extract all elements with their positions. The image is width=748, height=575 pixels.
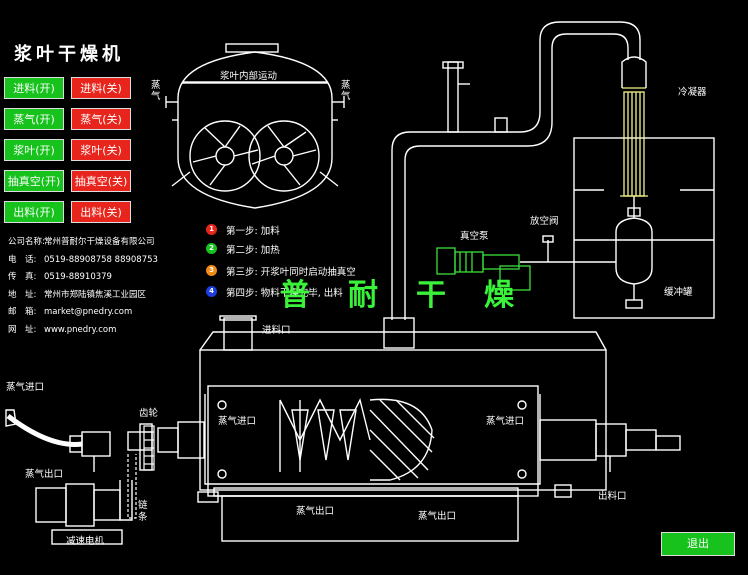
vacuum-on-button[interactable]: 抽真空(开) [4, 170, 64, 192]
page-title: 浆叶干燥机 [14, 44, 124, 65]
feed-off-button[interactable]: 进料(关) [71, 77, 131, 99]
gear-label: 齿轮 [139, 408, 159, 419]
company-name: 常州普耐尔干燥设备有限公司 [44, 237, 155, 247]
watermark: 普耐干燥 [280, 278, 552, 313]
feed-inlet-label: 进料口 [262, 325, 291, 336]
step-1-text: 第一步: 加料 [226, 226, 280, 237]
step-4-badge: 4 [206, 286, 217, 297]
steam-inlet-1-label: 蒸气进口 [218, 416, 257, 427]
company-website: www.pnedry.com [44, 324, 117, 335]
vacuum-off-button[interactable]: 抽真空(关) [71, 170, 131, 192]
chain-label: 链条 [138, 500, 148, 523]
motor-label: 减速电机 [66, 536, 105, 547]
vacuum-pump-label: 真空泵 [460, 231, 489, 242]
steam-outlet-1-label: 蒸气出口 [296, 506, 335, 517]
exit-button[interactable]: 退出 [661, 532, 735, 556]
discharge-on-button[interactable]: 出料(开) [4, 201, 64, 223]
steam-outlet-2-label: 蒸气出口 [418, 511, 457, 522]
vent-valve-label: 放空阀 [530, 216, 559, 227]
step-1-badge: 1 [206, 224, 217, 235]
steam-inlet-left-label: 蒸气进口 [6, 382, 45, 393]
steam-right-label: 蒸气 [341, 80, 351, 102]
inner-motion-label: 浆叶内部运动 [220, 71, 278, 82]
steam-outlet-left-label: 蒸气出口 [25, 469, 64, 480]
steam-inlet-2-label: 蒸气进口 [486, 416, 525, 427]
discharge-off-button[interactable]: 出料(关) [71, 201, 131, 223]
step-3-text: 第三步: 开浆叶同时启动抽真空 [226, 267, 356, 278]
paddle-off-button[interactable]: 浆叶(关) [71, 139, 131, 161]
step-2-text: 第二步: 加热 [226, 245, 280, 256]
steam-off-button[interactable]: 蒸气(关) [71, 108, 131, 130]
company-info: 公司名称:常州普耐尔干燥设备有限公司 电 话:0519-88908758 889… [8, 237, 158, 335]
paddle-on-button[interactable]: 浆叶(开) [4, 139, 64, 161]
step-4-text: 第四步: 物料干燥完毕, 出料 [226, 288, 343, 299]
feed-on-button[interactable]: 进料(开) [4, 77, 64, 99]
company-email: market@pnedry.com [44, 307, 133, 317]
step-2-badge: 2 [206, 243, 217, 254]
company-fax: 0519-88910379 [44, 272, 112, 282]
steam-on-button[interactable]: 蒸气(开) [4, 108, 64, 130]
condenser-label: 冷凝器 [678, 87, 707, 98]
step-3-badge: 3 [206, 265, 217, 276]
company-address: 常州市郑陆镇焦溪工业园区 [44, 289, 147, 300]
buffer-tank-label: 缓冲罐 [664, 287, 693, 298]
discharge-label: 出料口 [598, 491, 627, 502]
company-phone: 0519-88908758 88908753 [44, 254, 158, 265]
steam-left-label: 蒸气 [151, 80, 161, 102]
